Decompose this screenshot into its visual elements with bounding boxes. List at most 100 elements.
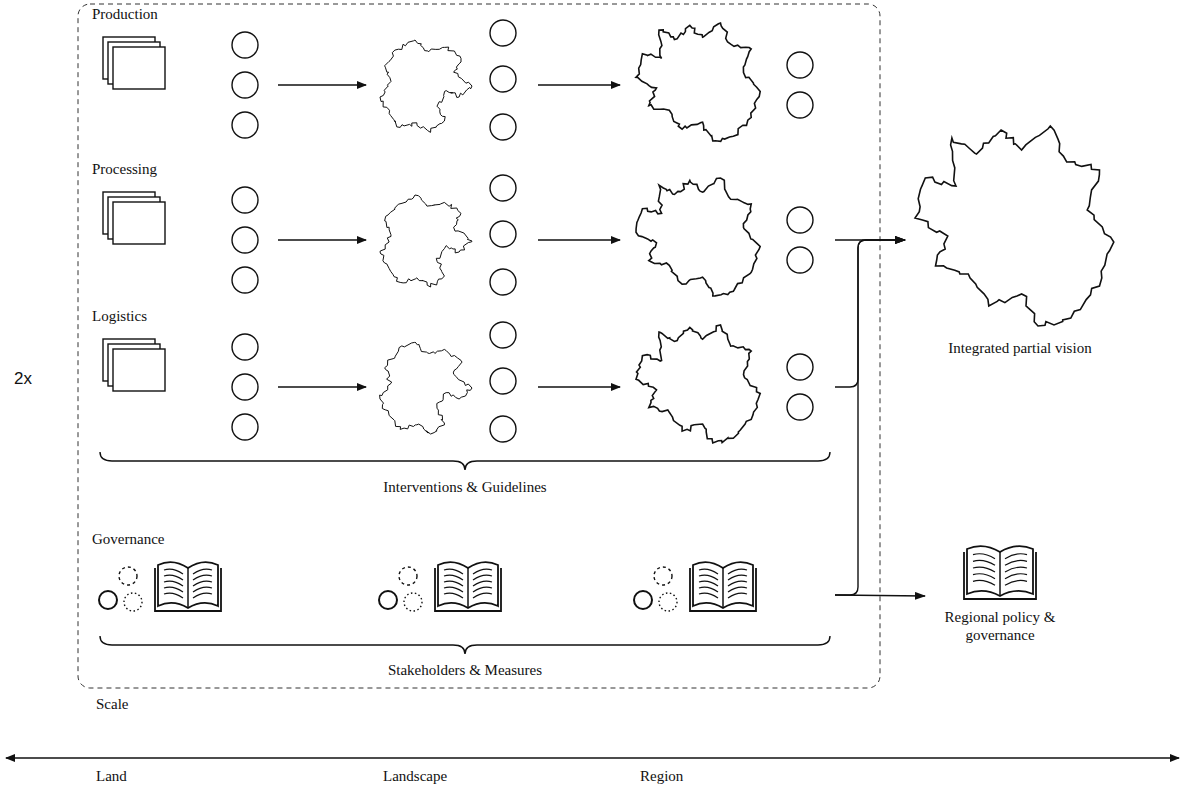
stakeholder-circle — [787, 247, 813, 273]
region-map — [636, 178, 760, 296]
stakeholder-circle — [232, 267, 258, 293]
book-line — [473, 587, 492, 592]
stakeholder-circle — [99, 591, 117, 609]
book-line — [973, 560, 995, 565]
stakeholder-circle — [490, 66, 516, 92]
region-map — [915, 126, 1114, 326]
book-line — [164, 581, 183, 586]
landscape-map — [380, 195, 472, 287]
stakeholder-circle — [124, 593, 142, 611]
book-line — [728, 587, 747, 592]
scale-arrow — [278, 84, 366, 85]
book-line — [444, 575, 463, 580]
stakeholder-circle — [490, 114, 516, 140]
curly-brace — [100, 636, 830, 654]
stakeholder-circle — [232, 334, 258, 360]
scale-arrow — [538, 386, 620, 387]
stakeholder-circle — [659, 593, 677, 611]
curly-brace — [100, 452, 830, 470]
book-line — [473, 569, 492, 574]
stakeholder-circle — [787, 92, 813, 118]
book-line — [699, 587, 718, 592]
scale-axis — [6, 757, 1179, 758]
brace-label: Interventions & Guidelines — [265, 478, 665, 496]
scale-label: Region — [640, 767, 780, 785]
book-spine — [999, 552, 1001, 596]
flow-connector — [835, 240, 905, 595]
row-heading: Processing — [90, 160, 159, 178]
stakeholder-circle — [490, 221, 516, 247]
book-line — [473, 593, 492, 598]
book-line — [193, 575, 212, 580]
stakeholder-circle — [379, 591, 397, 609]
book-spine — [187, 568, 189, 608]
document-stack — [113, 47, 165, 89]
stakeholder-circle — [787, 207, 813, 233]
book-line — [444, 581, 463, 586]
scale-arrow — [278, 239, 366, 240]
stakeholder-circle — [787, 52, 813, 78]
scale-row: Governance — [90, 530, 835, 630]
scale-label: Land — [96, 767, 216, 785]
book-line — [699, 581, 718, 586]
scale-row: Production — [90, 5, 835, 147]
row-heading: Governance — [90, 530, 166, 548]
scale-arrow — [538, 84, 620, 85]
book-line — [1005, 567, 1027, 572]
book-line — [444, 593, 463, 598]
stakeholder-circle — [119, 567, 137, 585]
book-line — [193, 587, 212, 592]
book-line — [973, 554, 995, 559]
book-line — [1005, 580, 1027, 585]
row-heading: Production — [90, 5, 160, 23]
book-line — [728, 581, 747, 586]
brace-label: Stakeholders & Measures — [265, 661, 665, 679]
book-line — [728, 569, 747, 574]
book-line — [164, 593, 183, 598]
flow-connector — [835, 240, 905, 387]
book-line — [728, 575, 747, 580]
repeat-count: 2x — [14, 370, 64, 388]
stakeholder-circle — [404, 593, 422, 611]
document-stack — [113, 349, 165, 391]
flow-connector — [835, 595, 925, 596]
node-caption: Integrated partial vision — [905, 339, 1135, 357]
region-map — [636, 325, 760, 443]
landscape-map — [380, 40, 472, 132]
scale-row: Processing — [90, 160, 835, 302]
scale-row: Logistics — [90, 307, 835, 449]
book-spine — [722, 568, 724, 608]
stakeholder-circle — [232, 227, 258, 253]
book-line — [728, 593, 747, 598]
stakeholder-circle — [490, 269, 516, 295]
book-line — [973, 580, 995, 585]
book-line — [1005, 560, 1027, 565]
book-line — [699, 593, 718, 598]
book-line — [164, 569, 183, 574]
scale-arrow — [538, 239, 620, 240]
book-line — [973, 574, 995, 579]
stakeholder-circle — [232, 112, 258, 138]
stakeholder-circle — [787, 394, 813, 420]
book-line — [473, 581, 492, 586]
book-line — [193, 581, 212, 586]
book-line — [164, 587, 183, 592]
policy-book: Regional policy & governance — [925, 540, 1075, 644]
scale-label: Landscape — [383, 767, 523, 785]
book-pages — [693, 562, 753, 608]
stakeholder-circle — [490, 368, 516, 394]
stakeholder-circle — [490, 20, 516, 46]
book-line — [699, 569, 718, 574]
book-line — [1005, 554, 1027, 559]
book-line — [444, 569, 463, 574]
book-line — [473, 575, 492, 580]
document-stack — [113, 202, 165, 244]
stakeholder-circle — [490, 416, 516, 442]
stakeholder-circle — [232, 414, 258, 440]
book-line — [1005, 574, 1027, 579]
node-caption: Regional policy & governance — [925, 608, 1075, 644]
book-icon — [925, 540, 1075, 602]
stakeholder-circle — [654, 567, 672, 585]
